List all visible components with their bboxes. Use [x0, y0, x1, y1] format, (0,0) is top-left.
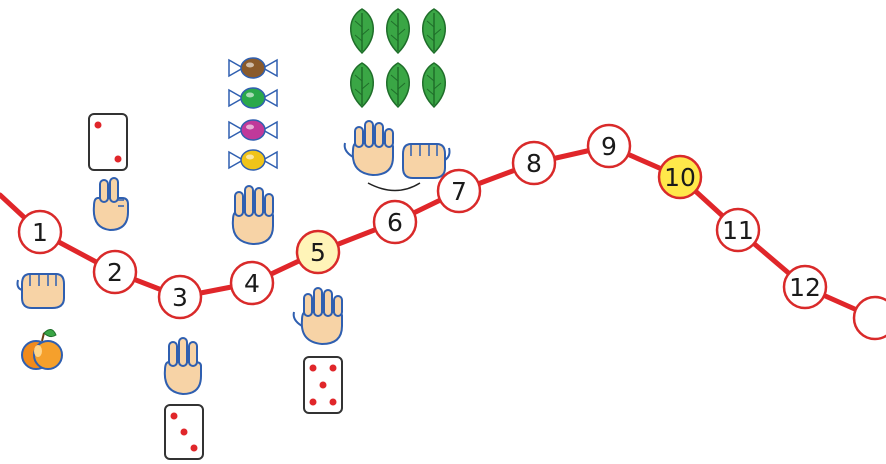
hand-two-fingers-icon — [92, 177, 129, 232]
leaf-icon — [421, 62, 447, 108]
card-three-dots-icon — [164, 404, 204, 460]
number-label: 2 — [107, 258, 123, 287]
leaf-icon — [349, 8, 375, 54]
number-circle-1: 1 — [17, 209, 63, 255]
hand-three-fingers-icon — [163, 337, 202, 396]
number-circle-partial — [852, 295, 886, 341]
number-circle-6: 6 — [372, 199, 418, 245]
candy-icon — [228, 119, 278, 141]
card-two-dots-icon — [88, 113, 128, 171]
number-circle-12: 12 — [782, 264, 828, 310]
number-label: 1 — [32, 218, 48, 247]
number-circle-8: 8 — [511, 140, 557, 186]
fist-one-finger-icon — [16, 273, 65, 309]
leaf-icon — [349, 62, 375, 108]
number-label: 10 — [664, 163, 696, 192]
number-circle-10: 10 — [657, 154, 703, 200]
number-label: 4 — [244, 269, 260, 298]
number-circle-2: 2 — [92, 249, 138, 295]
leaf-icon — [385, 8, 411, 54]
number-label: 5 — [310, 238, 326, 267]
number-label: 11 — [722, 216, 754, 245]
hand-five-fingers-icon — [343, 120, 394, 177]
hands-bracket — [367, 182, 421, 192]
number-circle-3: 3 — [157, 274, 203, 320]
number-circle-7: 7 — [436, 168, 482, 214]
candy-icon — [228, 149, 278, 171]
candy-icon — [228, 87, 278, 109]
number-label: 6 — [387, 208, 403, 237]
apple-icon — [21, 329, 63, 370]
number-circle-9: 9 — [586, 123, 632, 169]
number-label: 8 — [526, 149, 542, 178]
number-label: 9 — [601, 132, 617, 161]
leaf-icon — [421, 8, 447, 54]
number-label: 12 — [789, 273, 821, 302]
candy-icon — [228, 57, 278, 79]
hand-four-fingers-icon — [231, 185, 274, 246]
number-label: 7 — [451, 177, 467, 206]
number-label: 3 — [172, 283, 188, 312]
number-circle-11: 11 — [715, 207, 761, 253]
card-five-dots-icon — [303, 356, 343, 414]
number-circle-4: 4 — [229, 260, 275, 306]
number-circle-5: 5 — [295, 229, 341, 275]
leaf-icon — [385, 62, 411, 108]
fist-one-finger-icon — [402, 143, 451, 179]
hand-five-fingers-icon — [292, 287, 343, 346]
